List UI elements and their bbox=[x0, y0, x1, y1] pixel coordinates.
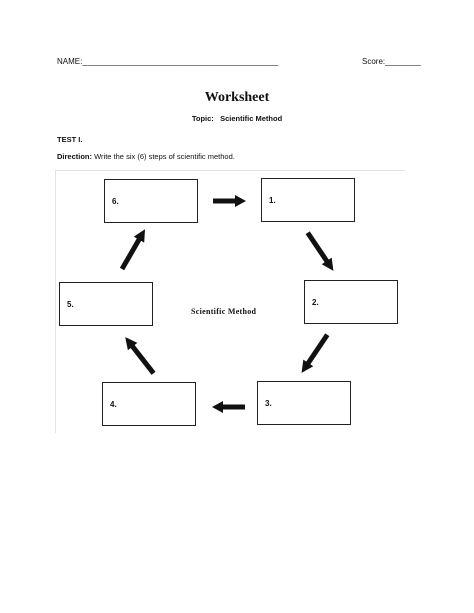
direction-label: Direction: bbox=[57, 152, 93, 161]
arrow-3-to-4 bbox=[212, 401, 245, 413]
page-title: Worksheet bbox=[204, 90, 270, 105]
score-field-label: Score:________ bbox=[362, 57, 421, 66]
scientific-method-diagram: 6. 1. 5. 2. 4. 3. Scientific Method bbox=[55, 170, 405, 433]
step-label-2: 2. bbox=[312, 298, 319, 307]
step-box-6[interactable]: 6. bbox=[104, 179, 198, 223]
test-heading: TEST I. bbox=[57, 135, 83, 144]
arrow-5-to-6 bbox=[119, 229, 145, 271]
topic-label: Topic: bbox=[191, 114, 214, 123]
arrow-2-to-3 bbox=[301, 333, 330, 373]
arrow-6-to-1 bbox=[213, 195, 246, 207]
name-field-label: NAME:___________________________________… bbox=[57, 57, 279, 66]
step-label-1: 1. bbox=[269, 196, 276, 205]
diagram-center-label: Scientific Method bbox=[191, 307, 257, 316]
arrow-1-to-2 bbox=[305, 231, 334, 271]
direction-line: Direction: Write the six (6) steps of sc… bbox=[57, 152, 235, 161]
diagram-frame bbox=[55, 170, 405, 433]
arrow-4-to-5 bbox=[125, 337, 156, 375]
step-box-1[interactable]: 1. bbox=[261, 178, 355, 222]
direction-text: Write the six (6) steps of scientific me… bbox=[94, 152, 235, 161]
step-box-2[interactable]: 2. bbox=[304, 280, 398, 324]
step-label-6: 6. bbox=[112, 197, 119, 206]
step-label-5: 5. bbox=[67, 300, 74, 309]
step-box-5[interactable]: 5. bbox=[59, 282, 153, 326]
topic-line: Topic: Scientific Method bbox=[0, 114, 474, 123]
step-box-3[interactable]: 3. bbox=[257, 381, 351, 425]
cycle-arrows bbox=[119, 195, 334, 413]
step-label-3: 3. bbox=[265, 399, 272, 408]
step-box-4[interactable]: 4. bbox=[102, 382, 196, 426]
step-label-4: 4. bbox=[110, 400, 117, 409]
topic-value: Scientific Method bbox=[220, 114, 283, 123]
